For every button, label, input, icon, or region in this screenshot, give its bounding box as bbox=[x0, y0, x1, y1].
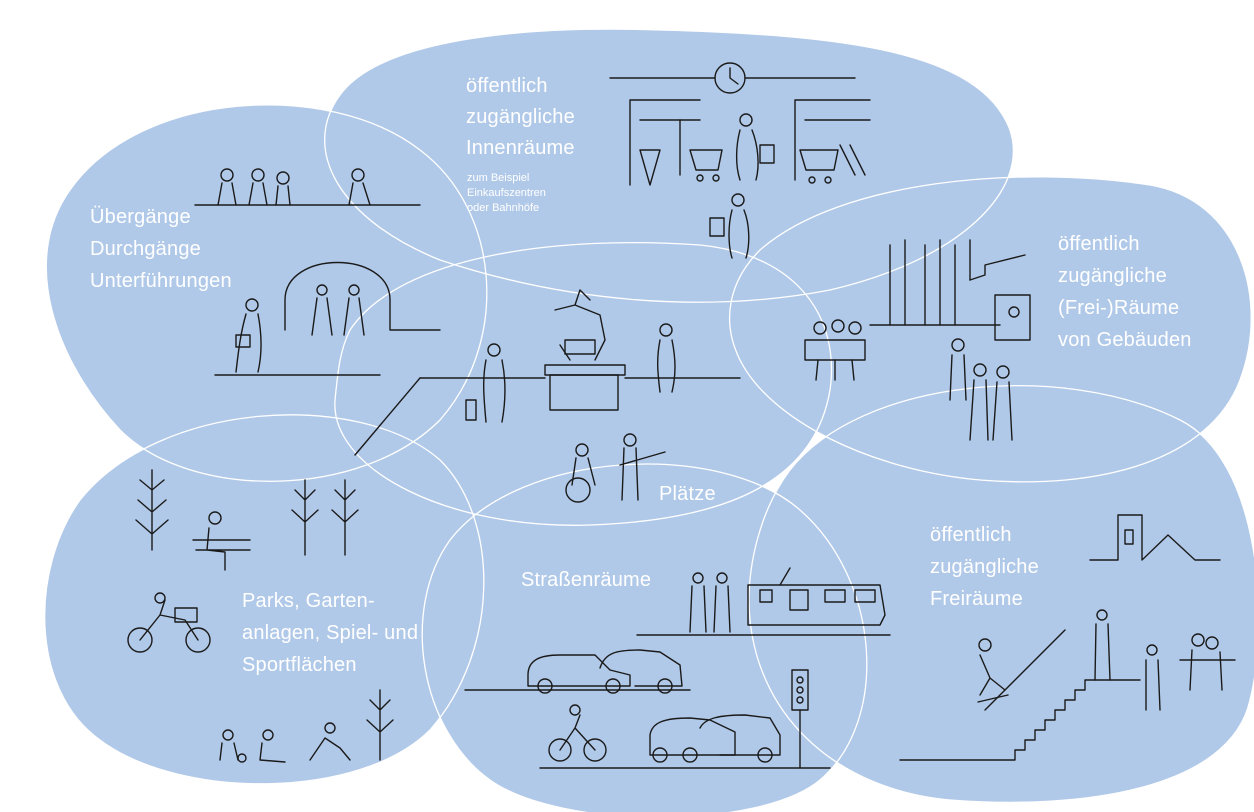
traffic-light-icon bbox=[791, 669, 809, 769]
monument-icon bbox=[354, 289, 741, 456]
house-icon bbox=[1089, 514, 1221, 561]
walking-person-briefcase-icon bbox=[214, 298, 381, 376]
skateboarder-icon bbox=[977, 638, 1009, 703]
person-with-suitcase-icon bbox=[465, 343, 506, 423]
blob-parks bbox=[44, 414, 484, 784]
cars-icon bbox=[464, 649, 781, 763]
label-gebaeude: öffentlich zugängliche (Frei-)Räume von … bbox=[1058, 233, 1192, 351]
blob-plaetze bbox=[334, 242, 832, 526]
shopper-person-icon bbox=[709, 113, 775, 259]
tree-icon bbox=[135, 469, 394, 761]
playing-people-icon bbox=[219, 722, 351, 763]
shopping-cart-icon bbox=[689, 144, 866, 184]
tram-icon bbox=[636, 567, 891, 636]
queue-people-icon bbox=[949, 338, 1013, 441]
person-on-phone-icon bbox=[657, 323, 676, 393]
person-on-bench-icon bbox=[192, 511, 251, 571]
label-plaetze: Plätze bbox=[659, 483, 716, 505]
label-uebergaenge: Übergänge Durchgänge Unterführungen bbox=[90, 206, 232, 292]
tunnel-icon bbox=[284, 261, 441, 336]
blob-freiraeume bbox=[749, 385, 1254, 803]
illustrations bbox=[127, 62, 1236, 769]
people-at-counter-icon bbox=[804, 319, 866, 381]
building-banners-icon bbox=[869, 239, 1031, 341]
station-clock-icon bbox=[609, 62, 856, 94]
people-at-table-icon bbox=[194, 168, 421, 206]
zone-blobs bbox=[44, 29, 1254, 812]
cyclist-icon bbox=[539, 704, 831, 769]
label-strassen: Straßenräume bbox=[521, 569, 651, 591]
shop-front-icon bbox=[629, 99, 871, 186]
label-parks: Parks, Garten- anlagen, Spiel- und Sport… bbox=[242, 590, 424, 676]
people-sitting-icon bbox=[1094, 609, 1236, 711]
label-innenraeume: öffentlich zugängliche Innenräume bbox=[466, 75, 581, 159]
label-innenraeume-note: zum Beispiel Einkaufszentren oder Bahnhö… bbox=[467, 172, 549, 214]
pedestrians-icon bbox=[689, 572, 731, 633]
label-freiraeume: öffentlich zugängliche Freiräume bbox=[930, 524, 1045, 610]
zone-labels: öffentlich zugängliche Innenräume zum Be… bbox=[90, 75, 1192, 676]
cargo-bike-icon bbox=[127, 592, 211, 653]
musicians-icon bbox=[565, 433, 666, 503]
zone-outlines bbox=[44, 28, 1254, 812]
